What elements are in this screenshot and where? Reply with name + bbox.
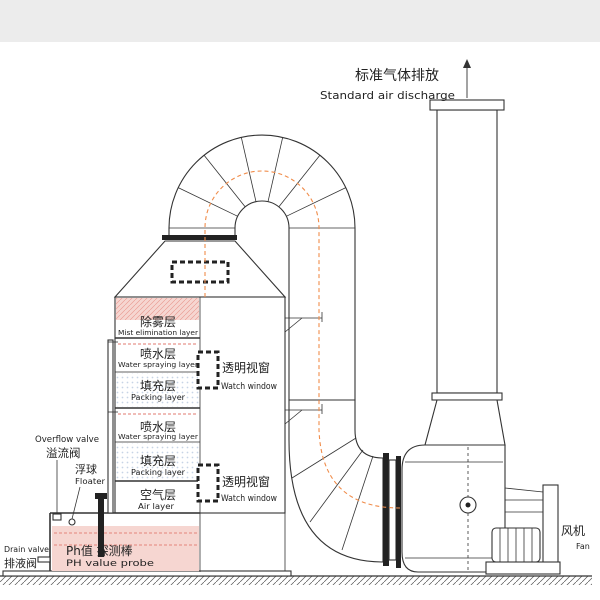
elbow-segment-line [278, 155, 321, 208]
layer-label-cn: 喷水层 [140, 347, 176, 361]
elbow-segment-line [178, 187, 238, 217]
support-bracket [284, 409, 303, 425]
elbow-segment-line [341, 455, 374, 551]
gas-flow-path [204, 170, 401, 509]
packing-fill [116, 443, 199, 480]
fan-label-en: Fan [576, 542, 590, 551]
ph-probe-label-en: PH value probe [66, 559, 155, 569]
discharge-label-cn: 标准气体排放 [355, 68, 439, 84]
floater-label-cn: 浮球 [75, 462, 97, 476]
layer-label-en: Water spraying layer [118, 361, 198, 369]
discharge-label-en: Standard air discharge [320, 89, 455, 102]
watch-window-label-en: Watch window [221, 494, 277, 504]
ph-probe-cap [95, 493, 107, 499]
watch-window-label-en: Watch window [221, 382, 277, 392]
elbow-segment-line [203, 155, 246, 208]
stack-mid-flange [431, 392, 503, 401]
overflow-valve-label-cn: 溢流阀 [46, 446, 81, 460]
motor-base [485, 561, 561, 575]
drain-valve-label-en: Drain valve [4, 545, 49, 554]
tower-base-slab [2, 570, 292, 577]
inlet-pipe [388, 459, 397, 561]
tower-neck-flange [162, 235, 237, 240]
layer-label-en: Mist elimination layer [118, 329, 198, 337]
elbow-segment-line [291, 437, 357, 479]
overflow-valve-label-en: Overflow valve [35, 435, 99, 445]
layer-label-en: Water spraying layer [118, 433, 198, 441]
overflow-valve [52, 513, 62, 521]
ground-hatch [0, 576, 592, 585]
watch-window-1 [196, 350, 220, 390]
layer-label-en: Air layer [138, 502, 175, 511]
fan-hub-center [465, 502, 471, 508]
floater-leader-line [71, 486, 81, 520]
stack-top-flange [429, 99, 505, 111]
packing-fill [116, 373, 199, 407]
elbow-segment-line [286, 187, 346, 217]
stack-transition [424, 399, 506, 446]
fan-volute [401, 444, 506, 573]
support-bracket [284, 317, 303, 333]
layer-label-en: Packing layer [131, 468, 186, 477]
ph-probe [98, 497, 104, 557]
exhaust-stack [436, 109, 498, 394]
watch-window-label-cn: 透明视窗 [222, 360, 270, 375]
layer-label-cn: 喷水层 [140, 420, 176, 434]
upper-elbow-duct [168, 134, 356, 401]
fan-label-cn: 风机 [561, 524, 585, 538]
layer-label-cn: 填充层 [140, 453, 176, 468]
belt-line [504, 487, 544, 493]
elbow-segment-line [309, 449, 364, 523]
cone-access-door [170, 260, 230, 284]
watch-window-2 [196, 463, 220, 503]
lower-elbow-duct [288, 399, 384, 563]
discharge-arrow-head [463, 59, 471, 68]
spray-feed-pipe [107, 339, 114, 514]
layer-label-cn: 空气层 [140, 487, 176, 502]
layer-label-cn: 填充层 [140, 378, 176, 393]
mist-layer-fill [116, 298, 199, 320]
elbow-segment-line [267, 137, 284, 202]
inlet-flange [383, 453, 389, 566]
floater-ball [68, 518, 76, 526]
layer-label-cn: 除雾层 [140, 314, 176, 329]
drain-pipe [37, 556, 51, 563]
watch-window-label-cn: 透明视窗 [222, 474, 270, 489]
top-band [0, 0, 600, 42]
inlet-flange [396, 456, 401, 568]
elbow-segment-line [240, 137, 257, 202]
floater-label-en: Floater [75, 477, 106, 486]
layer-label-en: Packing layer [131, 393, 186, 402]
drain-valve-label-cn: 排液阀 [4, 556, 37, 570]
fan-frame [542, 484, 559, 574]
ph-probe-label-cn: Ph值 探测棒 [66, 543, 133, 558]
